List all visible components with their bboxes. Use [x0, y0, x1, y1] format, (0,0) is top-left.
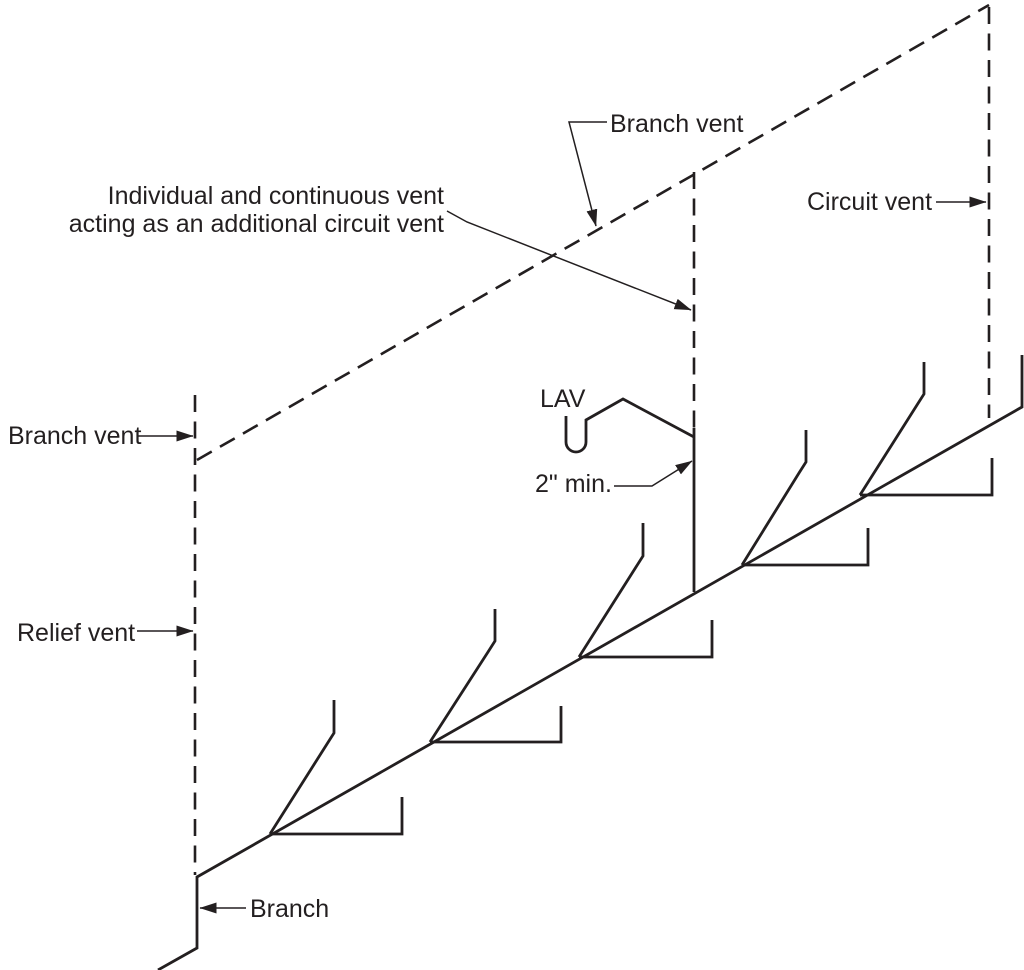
- fixture-4-vent: [740, 430, 808, 566]
- branch-drain-line: [157, 355, 1024, 970]
- min-size-label: 2" min.: [535, 470, 612, 498]
- branch-vent-top-leader-arrow-icon: [568, 121, 607, 227]
- fixture-5-drain: [860, 458, 994, 497]
- fixture-3-vent: [577, 523, 645, 658]
- fixture-3-drain: [579, 620, 714, 659]
- fixture-2-drain: [430, 706, 563, 744]
- individual-vent-label-line2: acting as an additional circuit vent: [69, 210, 444, 238]
- relief-vent-label: Relief vent: [17, 619, 135, 647]
- branch-vent-top-line: [196, 3, 990, 462]
- individual-vent-label-line1: Individual and continuous vent: [108, 182, 444, 210]
- fixture-2-vent: [428, 609, 497, 743]
- lav-label: LAV: [540, 385, 586, 413]
- branch-vent-top-label: Branch vent: [610, 110, 743, 138]
- fixture-1-vent: [268, 700, 336, 835]
- circuit-vent-label: Circuit vent: [807, 188, 932, 216]
- fixture-1-drain: [270, 797, 404, 836]
- fixture-5-vent: [858, 362, 926, 496]
- branch-label: Branch: [250, 895, 329, 923]
- individual-vent-leader-arrow-icon: [446, 210, 692, 311]
- fixture-4-drain: [742, 528, 870, 567]
- lav-trap: [564, 397, 695, 454]
- branch-vent-left-label: Branch vent: [8, 422, 141, 450]
- min-size-leader-arrow-icon: [614, 460, 693, 487]
